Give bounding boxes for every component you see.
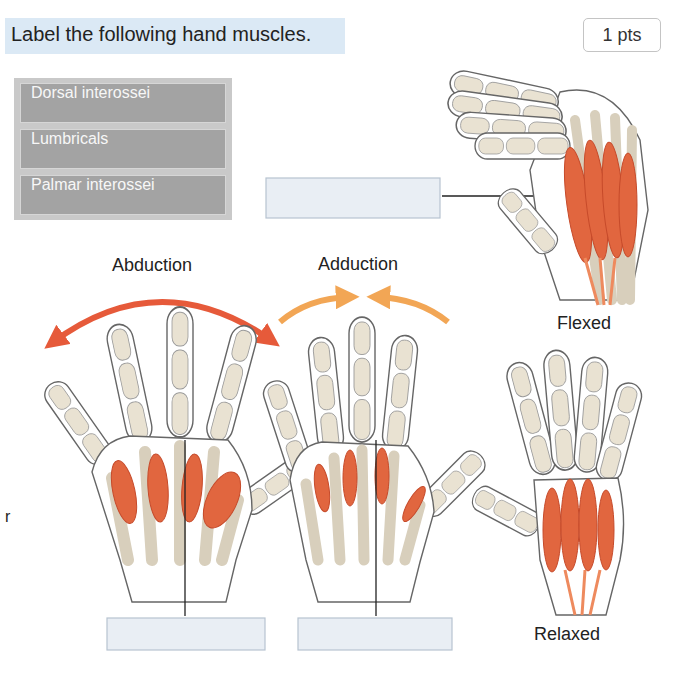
motion-label: Abduction bbox=[110, 255, 194, 276]
title-highlight bbox=[5, 18, 345, 54]
adduction-arrow bbox=[376, 297, 448, 322]
stray-letter: r bbox=[3, 508, 12, 526]
label-bank bbox=[14, 78, 232, 220]
drop-box bbox=[298, 618, 452, 650]
node-text: Lumbricals bbox=[31, 130, 108, 148]
motion-label: Adduction bbox=[316, 254, 400, 275]
points-box: 1 pts bbox=[583, 18, 661, 52]
node-text: Dorsal interossei bbox=[31, 84, 150, 102]
drop-box bbox=[266, 178, 440, 218]
abducted-hand bbox=[40, 307, 316, 616]
node-text: Palmar interossei bbox=[31, 176, 155, 194]
answer-tile: Dorsal interossei bbox=[20, 83, 226, 123]
answer-tile: Palmar interossei bbox=[20, 175, 226, 215]
state-label: Relaxed bbox=[532, 624, 602, 645]
drop-box bbox=[107, 618, 265, 650]
question-title: Label the following hand muscles. bbox=[11, 23, 311, 46]
node-text: 1 pts bbox=[602, 25, 641, 46]
state-label: Flexed bbox=[555, 313, 613, 334]
answer-tile: Lumbricals bbox=[20, 129, 226, 169]
flexed-hand bbox=[446, 68, 648, 305]
adducted-hand bbox=[260, 317, 489, 616]
relaxed-hand bbox=[468, 349, 644, 615]
adduction-arrow bbox=[280, 297, 350, 322]
